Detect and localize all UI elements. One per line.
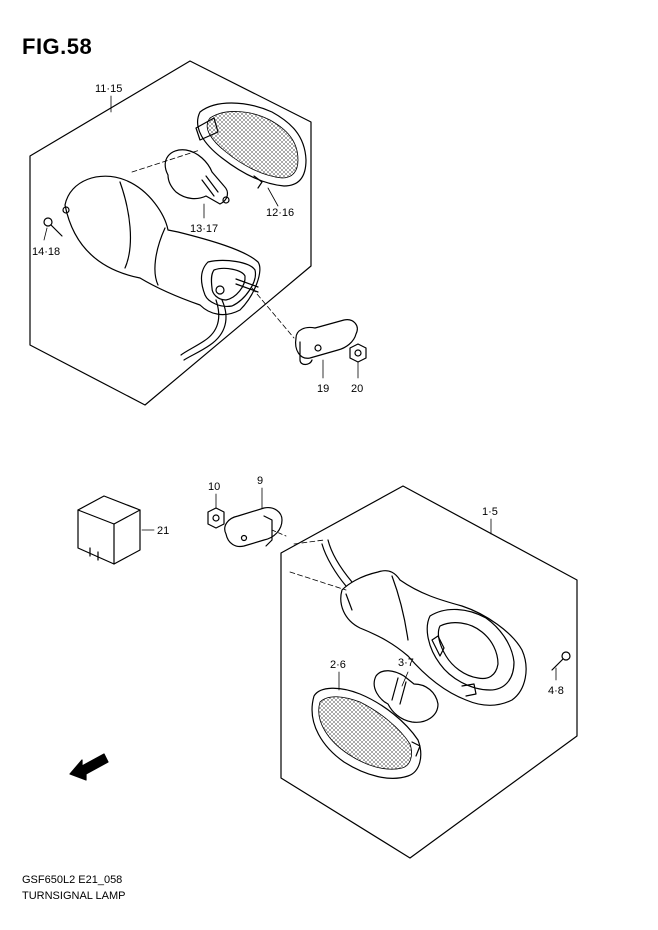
figure-code: GSF650L2 E21_058 bbox=[22, 874, 123, 886]
callout-14-18: 14·18 bbox=[32, 246, 60, 258]
lower-assembly bbox=[280, 485, 578, 859]
upper-nut bbox=[349, 343, 367, 363]
lower-housing bbox=[340, 570, 527, 706]
callout-9: 9 bbox=[257, 475, 263, 487]
upper-plate bbox=[295, 319, 358, 366]
mid-plate bbox=[224, 487, 287, 548]
upper-housing bbox=[62, 175, 261, 316]
upper-screw bbox=[43, 217, 63, 237]
mid-nut bbox=[207, 493, 225, 529]
callout-labels: 11·15 12·16 13·17 14·18 19 20 10 9 21 1·… bbox=[32, 83, 564, 772]
callout-19: 19 bbox=[317, 383, 329, 395]
fwd-arrow-icon bbox=[69, 753, 109, 781]
upper-leaders bbox=[43, 95, 359, 379]
upper-lens bbox=[195, 102, 307, 189]
upper-assembly-frame bbox=[29, 60, 312, 406]
mid-parts bbox=[69, 487, 287, 781]
callout-11-15: 11·15 bbox=[95, 83, 122, 95]
callout-3-7: 3·7 bbox=[398, 657, 414, 669]
lower-assembly-frame bbox=[280, 485, 578, 859]
figure-name: TURNSIGNAL LAMP bbox=[22, 890, 126, 902]
figure-title: FIG.58 bbox=[22, 34, 93, 59]
callout-2-6: 2·6 bbox=[330, 659, 346, 671]
callout-4-8: 4·8 bbox=[548, 685, 564, 697]
upper-assembly bbox=[29, 60, 367, 406]
callout-1-5: 1·5 bbox=[482, 506, 498, 518]
callout-13-17: 13·17 bbox=[190, 223, 218, 235]
callout-20: 20 bbox=[351, 383, 363, 395]
lower-bulb bbox=[373, 670, 439, 723]
callout-21: 21 bbox=[157, 525, 169, 537]
lower-leaders bbox=[338, 518, 557, 691]
lower-screw bbox=[551, 651, 571, 671]
upper-cable bbox=[183, 299, 227, 361]
callout-12-16: 12·16 bbox=[266, 207, 294, 219]
lower-lens bbox=[311, 687, 422, 779]
flasher-relay bbox=[77, 495, 155, 565]
upper-bulb bbox=[164, 149, 230, 205]
lower-cable bbox=[321, 543, 347, 587]
callout-10: 10 bbox=[208, 481, 220, 493]
